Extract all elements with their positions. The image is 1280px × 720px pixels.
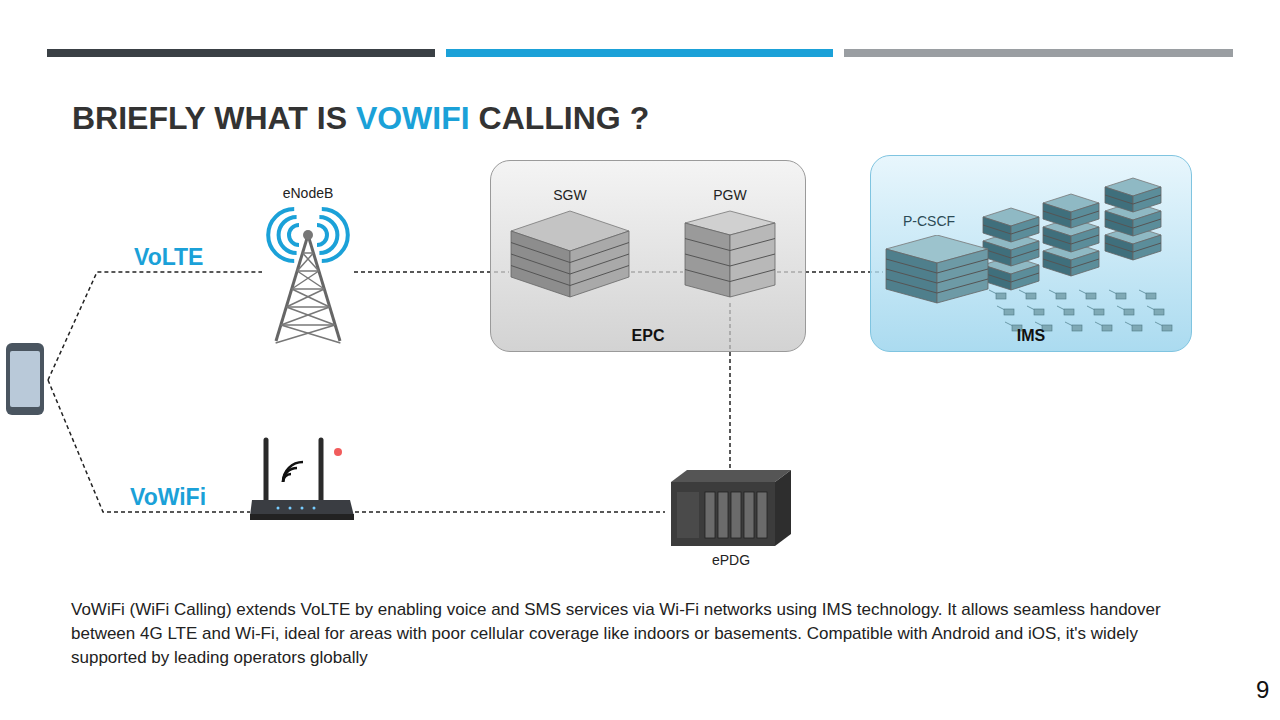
phone-icon [6, 343, 44, 415]
node-icon [509, 209, 631, 301]
base-station-node: eNodeB [262, 185, 354, 327]
ims-box: IMS P-CSCF [870, 155, 1192, 352]
node-icon [883, 235, 991, 305]
header-bar [844, 49, 1233, 57]
wifi-router-icon [250, 440, 354, 520]
header-bar [446, 49, 833, 57]
link-label: VoLTE [134, 244, 203, 271]
node-label: EPC [632, 327, 665, 345]
page-number: 9 [1256, 676, 1269, 704]
server-node: P-CSCF [883, 213, 991, 305]
dashed-link [354, 271, 509, 273]
node-label: P-CSCF [903, 213, 955, 229]
node-label: eNodeB [283, 185, 334, 201]
header-bar [47, 49, 435, 57]
link-label: VoWiFi [130, 484, 206, 511]
gateway-node: ePDG [665, 468, 797, 570]
node-icon [665, 468, 797, 550]
node-icon [683, 209, 777, 301]
node-label: SGW [553, 187, 586, 203]
server-node: SGW [509, 187, 631, 303]
cell-tower-icon [262, 223, 354, 373]
node-label: IMS [1017, 327, 1045, 345]
caption-text: VoWiFi (WiFi Calling) extends VoLTE by e… [71, 598, 1196, 670]
slide-title: BRIEFLY WHAT IS VOWIFI CALLING ? [72, 100, 649, 137]
core-network-box: EPC SGW PGW [490, 160, 806, 352]
node-label: PGW [713, 187, 746, 203]
server-node: PGW [683, 187, 777, 303]
node-label: ePDG [712, 552, 750, 568]
